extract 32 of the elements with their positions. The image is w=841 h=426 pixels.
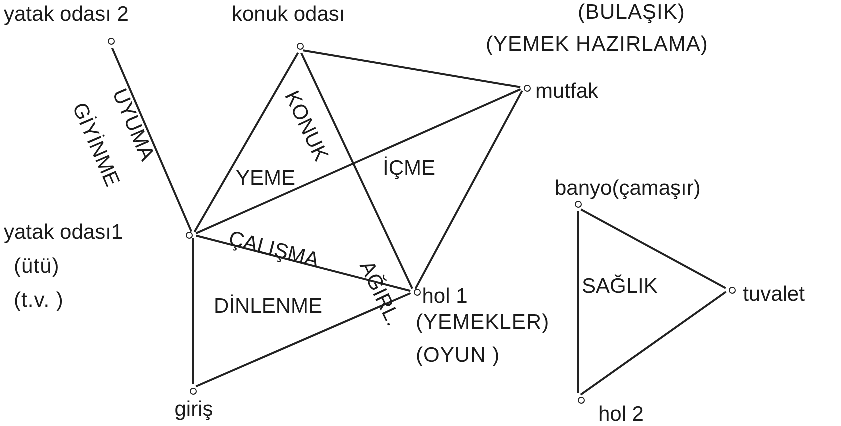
room-name: mutfak bbox=[535, 81, 599, 102]
activity-caption: (BULAŞIK) bbox=[578, 2, 686, 23]
connector-line bbox=[196, 234, 411, 292]
activity-caption: (ütü) bbox=[14, 256, 60, 277]
activity-label: SAĞLIK bbox=[582, 276, 658, 297]
activity-caption: (YEMEK HAZIRLAMA) bbox=[486, 34, 708, 55]
connector-line bbox=[580, 291, 727, 396]
room-name: hol 1 bbox=[422, 286, 468, 307]
connector-line bbox=[580, 208, 726, 290]
connector-line bbox=[577, 212, 579, 394]
room-name: konuk odası bbox=[232, 4, 346, 25]
room-name: giriş bbox=[174, 399, 214, 420]
connector-line bbox=[111, 48, 193, 232]
activity-caption: (OYUN ) bbox=[416, 345, 500, 366]
edge-label: ÇALIŞMA bbox=[226, 228, 322, 272]
room-name: tuvalet bbox=[743, 284, 805, 305]
connector-line bbox=[196, 88, 522, 234]
connector-line bbox=[303, 50, 521, 88]
connector-line bbox=[192, 238, 194, 384]
connector-line bbox=[300, 52, 414, 290]
room-name: yatak odası 2 bbox=[4, 4, 129, 25]
connector-line bbox=[194, 52, 300, 232]
connector-line bbox=[196, 292, 412, 388]
activity-caption: (t.v. ) bbox=[14, 290, 64, 311]
activity-label: İÇME bbox=[383, 158, 436, 179]
room-name: banyo(çamaşır) bbox=[555, 178, 701, 199]
connector-line bbox=[414, 90, 524, 290]
activity-label: DİNLENME bbox=[214, 296, 323, 317]
room-name: hol 2 bbox=[598, 404, 644, 425]
activity-caption: (YEMEKLER) bbox=[416, 312, 550, 333]
activity-label: YEME bbox=[236, 168, 296, 189]
room-name: yatak odası1 bbox=[4, 222, 124, 243]
